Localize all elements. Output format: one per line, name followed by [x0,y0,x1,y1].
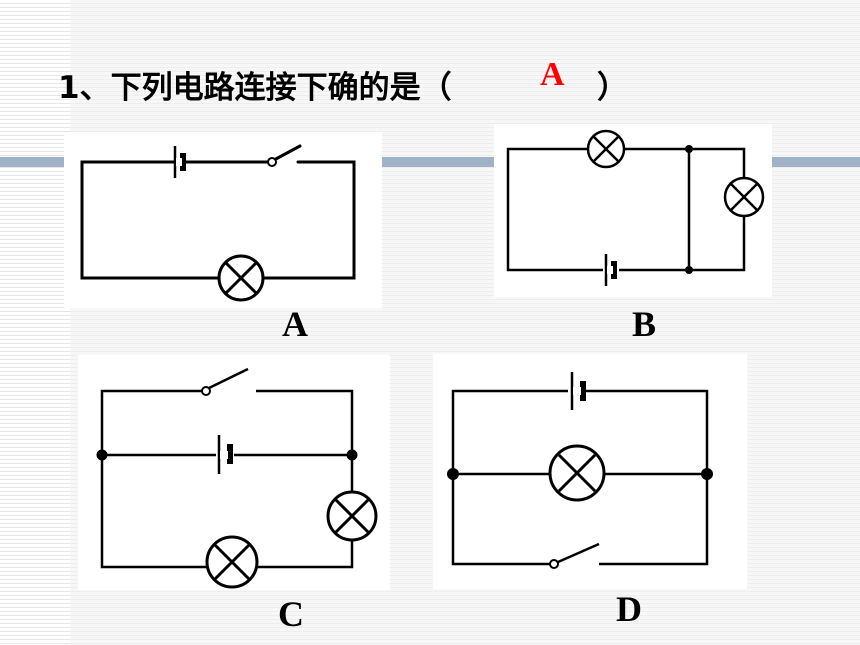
bulb-icon [326,490,378,542]
answer-letter: A [540,56,565,93]
bulb-icon [586,129,626,169]
switch-blade [557,542,600,564]
slide-left-band [0,0,70,645]
circuit-b-wire-bottom [619,217,746,272]
bulb-icon [217,254,265,302]
circuit-b-wire-top [625,147,746,177]
circuit-d-panel [433,354,747,589]
switch-icon [201,386,211,396]
circuit-c-diagram [96,367,378,589]
battery-icon [173,146,186,178]
junction-dot [447,468,459,480]
battery-icon [217,435,233,474]
circuit-c-wire-right-bottom [256,539,354,569]
bulb-icon [723,176,765,218]
junction-dot [346,449,358,461]
question-text: 1、下列电路连接下确的是（ [58,70,452,106]
switch-icon [267,157,277,167]
bulb-icon [548,444,606,502]
battery-icon [570,372,586,410]
bulb-icon [205,535,259,589]
circuit-b-diagram [506,129,765,286]
circuit-b-wire-left [506,147,603,272]
slide-divider-rule [0,157,860,167]
circuit-a-diagram [80,144,356,302]
circuit-a-wire-left [80,160,221,280]
battery-icon [604,254,617,286]
circuit-a-panel [64,132,382,308]
option-label-a: A [282,304,308,344]
circuit-b-panel [494,124,772,297]
junction-dot [96,449,108,461]
switch-icon [549,559,559,569]
circuit-c-panel [78,355,390,590]
switch-blade [272,144,302,162]
circuit-c-wire-left [100,389,208,569]
option-label-c: C [278,594,304,634]
circuit-a-wire-right [261,160,356,280]
circuit-c-wire-right-top [256,389,354,493]
option-label-b: B [632,304,657,344]
junction-dot [685,266,693,274]
junction-dot [701,468,713,480]
switch-blade [208,367,249,390]
junction-dot [685,145,693,153]
option-label-d: D [616,589,642,629]
question-close-paren: ） [597,70,628,106]
circuit-d-diagram [447,372,713,569]
